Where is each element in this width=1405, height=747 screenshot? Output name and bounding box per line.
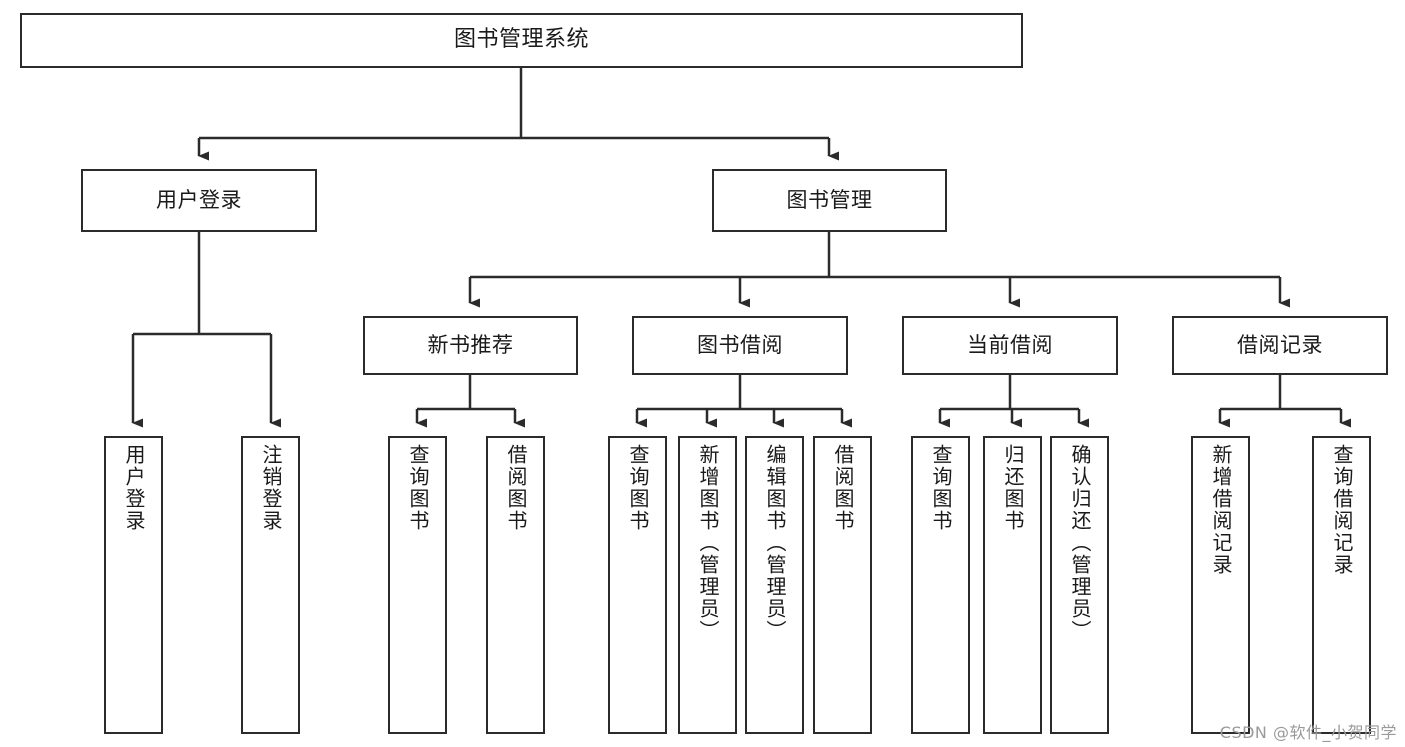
node-leaf-user-login[interactable]: 用户登录 (104, 436, 163, 734)
node-book-manage[interactable]: 图书管理 (712, 169, 947, 232)
node-current-borrow-label: 当前借阅 (967, 332, 1053, 357)
node-leaf-confirm-return-admin[interactable]: 确认归还（管理员） (1050, 436, 1109, 734)
node-new-book-recommend-label: 新书推荐 (427, 332, 514, 357)
node-leaf-return-book-label: 归还图书 (1001, 444, 1025, 532)
node-leaf-logout-login-label: 注销登录 (259, 444, 283, 532)
node-new-book-recommend[interactable]: 新书推荐 (363, 316, 578, 375)
node-borrow-record-label: 借阅记录 (1237, 332, 1323, 357)
node-leaf-query-borrow-record[interactable]: 查询借阅记录 (1312, 436, 1371, 734)
node-leaf-add-book-admin-label: 新增图书（管理员） (696, 444, 720, 642)
node-leaf-add-borrow-record-label: 新增借阅记录 (1209, 444, 1233, 576)
node-leaf-confirm-return-admin-label: 确认归还（管理员） (1068, 444, 1092, 642)
node-book-borrow-label: 图书借阅 (697, 332, 783, 357)
node-leaf-borrow-book-1-label: 借阅图书 (504, 444, 528, 532)
node-current-borrow[interactable]: 当前借阅 (902, 316, 1118, 375)
node-leaf-user-login-label: 用户登录 (122, 444, 146, 532)
node-leaf-query-book-2-label: 查询图书 (626, 444, 650, 532)
node-leaf-query-book-3[interactable]: 查询图书 (911, 436, 970, 734)
node-user-login[interactable]: 用户登录 (81, 169, 317, 232)
node-root-label: 图书管理系统 (453, 27, 589, 53)
node-book-manage-label: 图书管理 (786, 187, 873, 212)
node-book-borrow[interactable]: 图书借阅 (632, 316, 848, 375)
node-user-login-label: 用户登录 (156, 187, 242, 212)
node-leaf-edit-book-admin-label: 编辑图书（管理员） (763, 444, 787, 642)
node-root[interactable]: 图书管理系统 (20, 13, 1023, 68)
node-leaf-edit-book-admin[interactable]: 编辑图书（管理员） (745, 436, 804, 734)
node-leaf-borrow-book-1[interactable]: 借阅图书 (486, 436, 545, 734)
node-leaf-query-book-2[interactable]: 查询图书 (608, 436, 667, 734)
node-leaf-query-book-3-label: 查询图书 (929, 444, 953, 532)
node-leaf-borrow-book-2[interactable]: 借阅图书 (813, 436, 872, 734)
node-leaf-query-borrow-record-label: 查询借阅记录 (1330, 444, 1354, 576)
node-leaf-query-book-1[interactable]: 查询图书 (388, 436, 447, 734)
node-leaf-return-book[interactable]: 归还图书 (983, 436, 1042, 734)
node-leaf-add-book-admin[interactable]: 新增图书（管理员） (678, 436, 737, 734)
node-leaf-query-book-1-label: 查询图书 (406, 444, 430, 532)
node-leaf-borrow-book-2-label: 借阅图书 (831, 444, 855, 532)
node-borrow-record[interactable]: 借阅记录 (1172, 316, 1388, 375)
node-leaf-logout-login[interactable]: 注销登录 (241, 436, 300, 734)
csdn-watermark: CSDN @软件_小贺同学 (1219, 723, 1397, 742)
node-leaf-add-borrow-record[interactable]: 新增借阅记录 (1191, 436, 1250, 734)
